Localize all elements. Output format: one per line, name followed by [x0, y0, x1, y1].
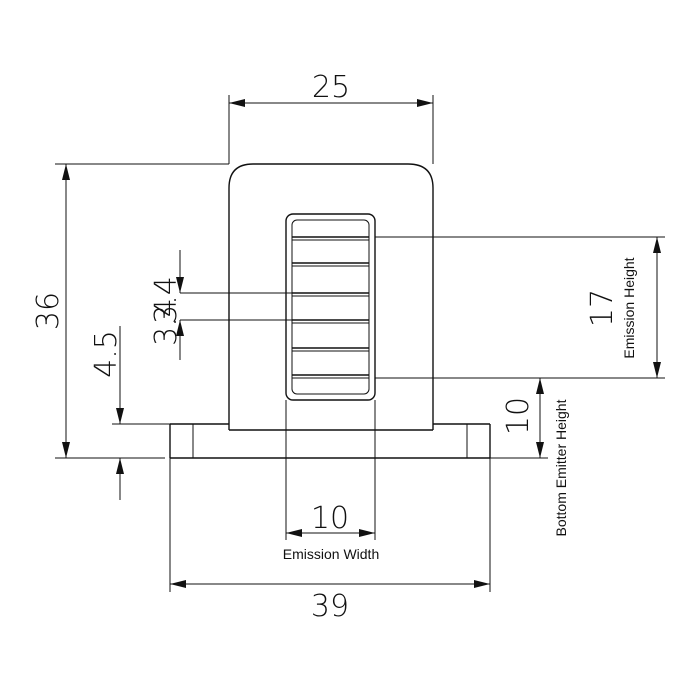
emitter-window: [285, 213, 376, 401]
dim-offset-a-label: 4.5: [89, 330, 124, 378]
dim-bottom-emitter: 10 Bottom Emitter Height: [490, 378, 569, 536]
dim-emission-height-label: 17: [585, 289, 620, 327]
dim-segment-1-label: 3.4: [149, 276, 184, 324]
dim-offset-a: 4.5: [89, 326, 170, 500]
dim-emission-width: 10 Emission Width: [283, 400, 379, 562]
dim-total-height: 36: [31, 163, 229, 459]
dim-total-height-label: 36: [31, 292, 66, 330]
part-body: [169, 163, 491, 459]
dim-base-width: 39: [169, 458, 491, 624]
dim-base-width-label: 39: [311, 589, 349, 624]
dim-segment-2-label: 3.4: [149, 298, 184, 346]
emission-width-caption: Emission Width: [283, 546, 379, 562]
dim-emission-width-label: 10: [311, 501, 349, 536]
bottom-emitter-caption: Bottom Emitter Height: [553, 399, 569, 536]
emission-height-caption: Emission Height: [621, 257, 637, 358]
dim-top-width: 25: [228, 70, 434, 164]
dim-emission-height: 17 Emission Height: [375, 236, 665, 379]
dim-top-width-label: 25: [312, 70, 350, 105]
dim-segments: 3.4 3.4: [149, 250, 292, 360]
dim-bottom-emitter-label: 10: [501, 397, 536, 435]
